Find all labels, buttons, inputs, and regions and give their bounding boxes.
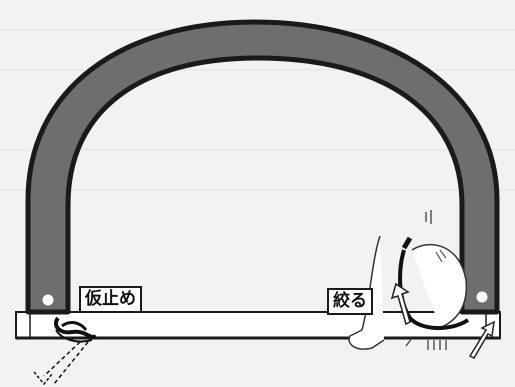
temporary-knot [33, 316, 98, 386]
temporary-stop-label: 仮止め [79, 286, 142, 313]
pull-up-arrow [390, 282, 411, 326]
pull-diagonal-arrow [468, 320, 495, 359]
arch-frame [25, 19, 500, 315]
right-rivet [476, 291, 488, 303]
motion-ticks [405, 337, 447, 350]
left-rivet [42, 294, 54, 306]
hand-pulling-cord [348, 210, 470, 350]
tighten-label: 絞る [327, 288, 373, 315]
